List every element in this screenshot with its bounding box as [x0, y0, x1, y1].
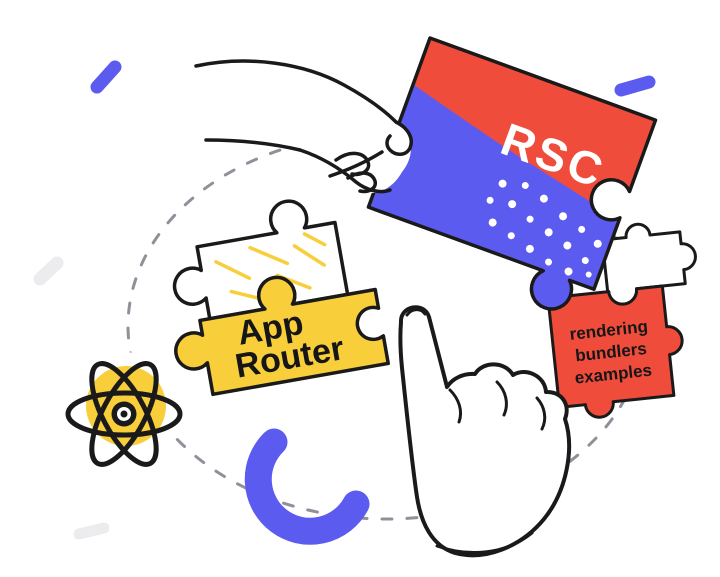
- react-orbit-1: [65, 390, 183, 438]
- hand-lower-contour: [298, 148, 392, 194]
- scribble-line: [214, 260, 252, 280]
- wrist-line: [435, 531, 534, 555]
- gray-dash-bottom: [73, 522, 110, 540]
- thumb-line: [328, 150, 384, 178]
- finger-fold-3: [535, 396, 547, 431]
- hand-pinching-icon: [194, 59, 413, 194]
- white-dots-texture: [486, 179, 602, 278]
- blue-dash-right: [614, 75, 656, 97]
- puzzle-piece-mini: rendering bundlers examples: [546, 222, 697, 419]
- gray-dash-left: [33, 256, 64, 286]
- scribble-line: [302, 232, 327, 247]
- yellow-scribbles: [214, 232, 327, 302]
- fingernail: [405, 308, 427, 317]
- mini-red-piece: [546, 284, 684, 419]
- blue-arc-decoration: [244, 428, 370, 545]
- react-orbit-2: [89, 361, 159, 467]
- react-orbit-3: [89, 361, 159, 467]
- hand-top-contour: [194, 59, 398, 124]
- hand-arm-bottom-line: [204, 138, 302, 152]
- blue-dash-top-left: [90, 60, 122, 94]
- react-nucleus-core: [120, 410, 128, 418]
- app-router-yellow-piece: [174, 275, 390, 397]
- puzzle-piece-app-router: App Router: [172, 199, 390, 397]
- scribble-line: [248, 245, 290, 266]
- react-atom-icon: [65, 352, 183, 468]
- hand-pointing-icon: [398, 305, 572, 558]
- scribble-line: [292, 244, 326, 267]
- index-finger-pinch: [385, 120, 413, 156]
- finger-fold-1: [448, 388, 463, 424]
- finger-fold-2: [495, 380, 508, 417]
- curled-finger-2: [346, 171, 378, 194]
- pointing-hand-outline: [398, 305, 572, 558]
